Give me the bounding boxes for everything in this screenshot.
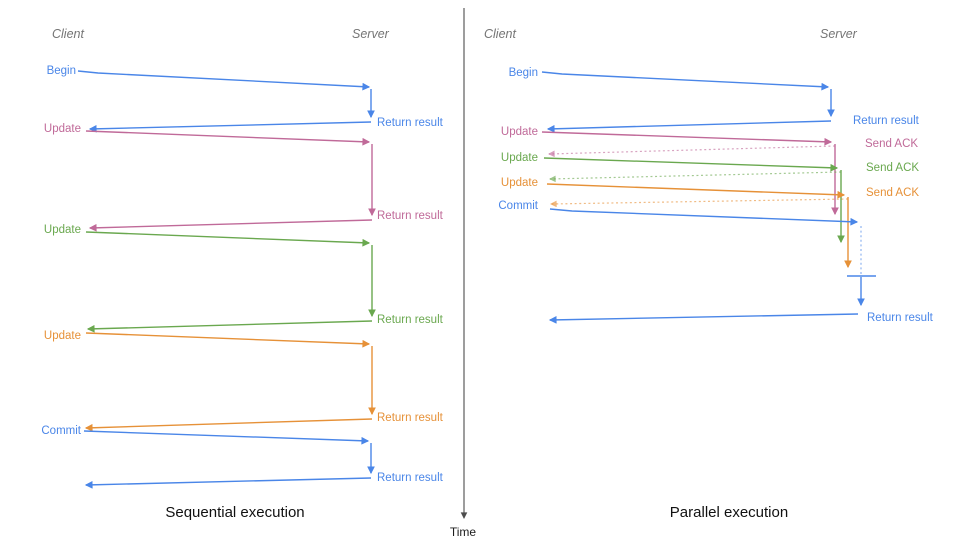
- seq-update1-response-label: Return result: [377, 210, 444, 222]
- seq-server-header: Server: [352, 27, 390, 41]
- par-update3-ack-label: Send ACK: [866, 187, 919, 199]
- time-axis-label: Time: [450, 525, 477, 539]
- par-update1-request-line: [541, 131, 833, 146]
- sequential-panel: Client Server Begin Return result Update…: [41, 27, 443, 521]
- parallel-panel: Client Server Begin Return result Update…: [484, 27, 934, 521]
- seq-update3-label: Update: [44, 330, 81, 342]
- par-begin-request-line: [541, 71, 830, 91]
- sequential-caption: Sequential execution: [165, 504, 304, 521]
- par-update1-ack-label: Send ACK: [865, 138, 918, 150]
- par-commit-return-line: [548, 313, 859, 324]
- parallel-caption: Parallel execution: [670, 504, 788, 521]
- par-update2-ack-label: Send ACK: [866, 162, 919, 174]
- seq-update2-return-line: [86, 320, 373, 333]
- seq-begin-response-label: Return result: [377, 117, 444, 129]
- seq-begin-request-line: [77, 70, 371, 91]
- par-update2-ack-line: [549, 171, 842, 183]
- par-begin-response-label: Return result: [853, 115, 920, 127]
- par-update1-ack-line: [548, 145, 836, 158]
- seq-begin-return-line: [88, 121, 372, 133]
- par-begin-return-line: [546, 120, 832, 133]
- par-begin-label: Begin: [509, 67, 538, 79]
- seq-commit-label: Commit: [41, 425, 81, 437]
- time-axis: Time: [450, 8, 477, 539]
- seq-commit-response-label: Return result: [377, 472, 444, 484]
- par-update1-label: Update: [501, 126, 538, 138]
- par-commit-label: Commit: [498, 200, 538, 212]
- seq-update3-return-line: [84, 418, 373, 432]
- par-client-header: Client: [484, 27, 516, 41]
- seq-update2-response-label: Return result: [377, 314, 444, 326]
- par-update2-request-line: [543, 157, 839, 172]
- seq-update1-label: Update: [44, 123, 81, 135]
- par-update3-label: Update: [501, 177, 538, 189]
- seq-client-header: Client: [52, 27, 84, 41]
- par-commit-request-line: [549, 208, 859, 226]
- seq-update1-return-line: [88, 219, 373, 232]
- seq-update2-request-line: [85, 231, 371, 247]
- seq-update3-request-line: [85, 332, 371, 348]
- par-update3-ack-line: [550, 198, 849, 208]
- par-server-header: Server: [820, 27, 858, 41]
- seq-commit-request-line: [83, 430, 370, 445]
- par-update2-label: Update: [501, 152, 538, 164]
- par-update3-request-line: [546, 183, 846, 199]
- seq-update3-response-label: Return result: [377, 412, 444, 424]
- par-commit-response-label: Return result: [867, 312, 934, 324]
- seq-update1-request-line: [85, 130, 371, 146]
- seq-commit-return-line: [84, 477, 372, 489]
- seq-begin-label: Begin: [47, 65, 76, 77]
- seq-update2-label: Update: [44, 224, 81, 236]
